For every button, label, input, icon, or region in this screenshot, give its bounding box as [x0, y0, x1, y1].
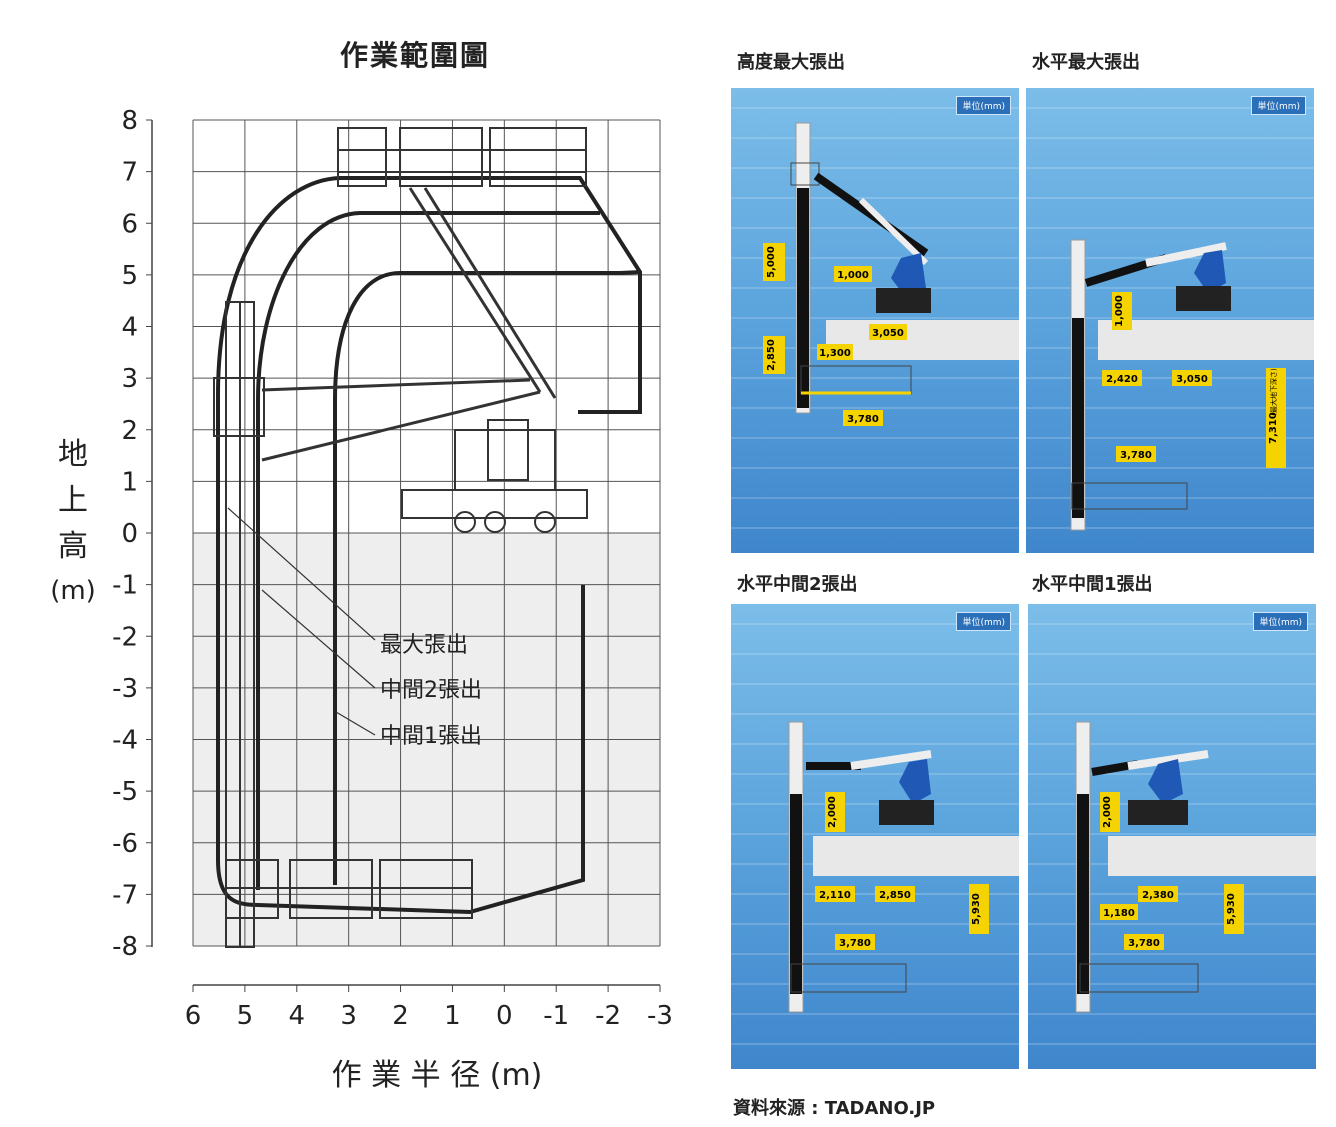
x-ticks: 6 5 4 3 2 1 0 -1 -2 -3 [185, 985, 673, 1031]
x-tick-label: -1 [543, 1001, 569, 1031]
booms [261, 187, 557, 462]
y-tick-label: 6 [121, 209, 138, 239]
panel-horizontal-mid2: 単位(mm) 2,000 2,110 2,850 3,780 5,930 [731, 604, 1019, 1069]
x-tick-label: 5 [237, 1001, 254, 1031]
y-tick-label: -8 [112, 932, 138, 962]
dim-label: 1,180 [1103, 908, 1135, 919]
panel-title-horizontal-mid1: 水平中間1張出 [1032, 574, 1153, 595]
side-platforms [213, 301, 265, 948]
y-tick-label: -1 [112, 571, 138, 601]
panel-horizontal-mid1: 単位(mm) 2,000 2,380 1,180 3,780 5,930 [1028, 604, 1316, 1069]
x-tick-label: 3 [340, 1001, 357, 1031]
chart-title: 作業範圍圖 [339, 39, 490, 72]
y-tick-label: 2 [121, 416, 138, 446]
dim-label: 5,930 [1226, 893, 1237, 925]
panel-drawing: 1,000 2,420 3,050 3,780 7,310 (最大地下深さ) [1026, 107, 1314, 531]
y-axis-label-char: (m) [50, 576, 96, 606]
y-tick-label: 8 [121, 106, 138, 136]
unit-badge: 単位(mm) [1253, 612, 1308, 631]
panel-drawing: 2,000 2,380 1,180 3,780 5,930 [1028, 623, 1316, 1045]
panel-title-height-max: 高度最大張出 [737, 52, 845, 73]
dim-label: 2,380 [1142, 890, 1174, 901]
y-axis-label-char: 高 [58, 529, 88, 564]
panel-title-horizontal-mid2: 水平中間2張出 [737, 574, 858, 595]
x-tick-label: 1 [444, 1001, 461, 1031]
top-platforms [337, 127, 587, 187]
truck [401, 419, 588, 533]
dim-note: (最大地下深さ) [1269, 368, 1278, 416]
panel-drawing: 2,000 2,110 2,850 3,780 5,930 [731, 623, 1019, 1045]
source-credit: 資料來源 : TADANO.JP [733, 1098, 936, 1119]
unit-badge: 単位(mm) [1251, 96, 1306, 115]
lower-envelope [216, 535, 585, 915]
dim-label: 7,310 [1268, 412, 1279, 444]
dim-label: 2,000 [827, 796, 838, 828]
max-extension-envelope [216, 176, 642, 535]
dim-label: 3,780 [1128, 938, 1160, 949]
dim-label: 1,000 [837, 270, 869, 281]
y-tick-label: -2 [112, 622, 138, 652]
y-tick-label: 5 [121, 261, 138, 291]
panel-horizontal-max: 単位(mm) 1,000 2,420 3,050 3,780 7,310 (最大… [1026, 88, 1314, 553]
x-tick-label: 2 [392, 1001, 409, 1031]
y-ticks: 8 7 6 5 4 3 2 1 0 -1 -2 -3 -4 -5 -6 -7 -8 [112, 106, 152, 962]
dim-label: 3,780 [839, 938, 871, 949]
dim-label: 5,930 [971, 893, 982, 925]
unit-badge: 単位(mm) [956, 96, 1011, 115]
dim-label: 2,420 [1106, 374, 1138, 385]
y-tick-label: -7 [112, 880, 138, 910]
x-axis-label: 作 業 半 径 (m) [332, 1058, 543, 1093]
legend-max-extension: 最大張出 [380, 633, 468, 658]
y-tick-label: -4 [112, 726, 138, 756]
dim-label: 2,850 [766, 339, 777, 371]
y-axis-label-char: 上 [58, 483, 88, 518]
y-tick-label: 3 [121, 364, 138, 394]
y-axis-label: 地 上 高 (m) [48, 437, 98, 606]
mid1-extension-envelope [333, 270, 641, 885]
panel-height-max: 単位(mm) 5,000 2,850 1,000 3,050 1,300 3,7… [731, 88, 1019, 553]
legend-mid1-extension: 中間1張出 [380, 724, 482, 749]
mid2-extension-envelope [256, 211, 600, 890]
dim-label: 3,050 [872, 328, 904, 339]
dim-label: 1,300 [819, 348, 851, 359]
y-tick-label: 0 [121, 519, 138, 549]
y-tick-label: -3 [112, 674, 138, 704]
dim-label: 3,050 [1176, 374, 1208, 385]
legend-mid2-extension: 中間2張出 [380, 678, 482, 703]
y-tick-label: 4 [121, 313, 138, 343]
x-tick-label: 4 [289, 1001, 306, 1031]
x-tick-label: -3 [647, 1001, 673, 1031]
dim-label: 5,000 [766, 246, 777, 278]
x-tick-label: 6 [185, 1001, 202, 1031]
unit-badge: 単位(mm) [956, 612, 1011, 631]
working-range-diagram: 8 7 6 5 4 3 2 1 0 -1 -2 -3 -4 -5 -6 -7 -8 6 5 4 3 2 1 0 -1 -2 -3 [112, 106, 673, 1093]
y-tick-label: -6 [112, 829, 138, 859]
y-tick-label: -5 [112, 777, 138, 807]
panel-title-horizontal-max: 水平最大張出 [1032, 52, 1140, 73]
dim-label: 2,850 [879, 890, 911, 901]
panel-drawing: 5,000 2,850 1,000 3,050 1,300 3,780 [731, 107, 1019, 529]
dim-label: 2,000 [1102, 796, 1113, 828]
y-tick-label: 7 [121, 158, 138, 188]
legend-leaders [227, 507, 376, 736]
dim-label: 3,780 [847, 414, 879, 425]
y-axis-label-char: 地 [58, 437, 88, 472]
dim-label: 2,110 [819, 890, 851, 901]
dim-label: 1,000 [1114, 295, 1125, 327]
x-tick-label: -2 [595, 1001, 621, 1031]
y-tick-label: 1 [121, 467, 138, 497]
dim-label: 3,780 [1120, 450, 1152, 461]
x-tick-label: 0 [496, 1001, 513, 1031]
